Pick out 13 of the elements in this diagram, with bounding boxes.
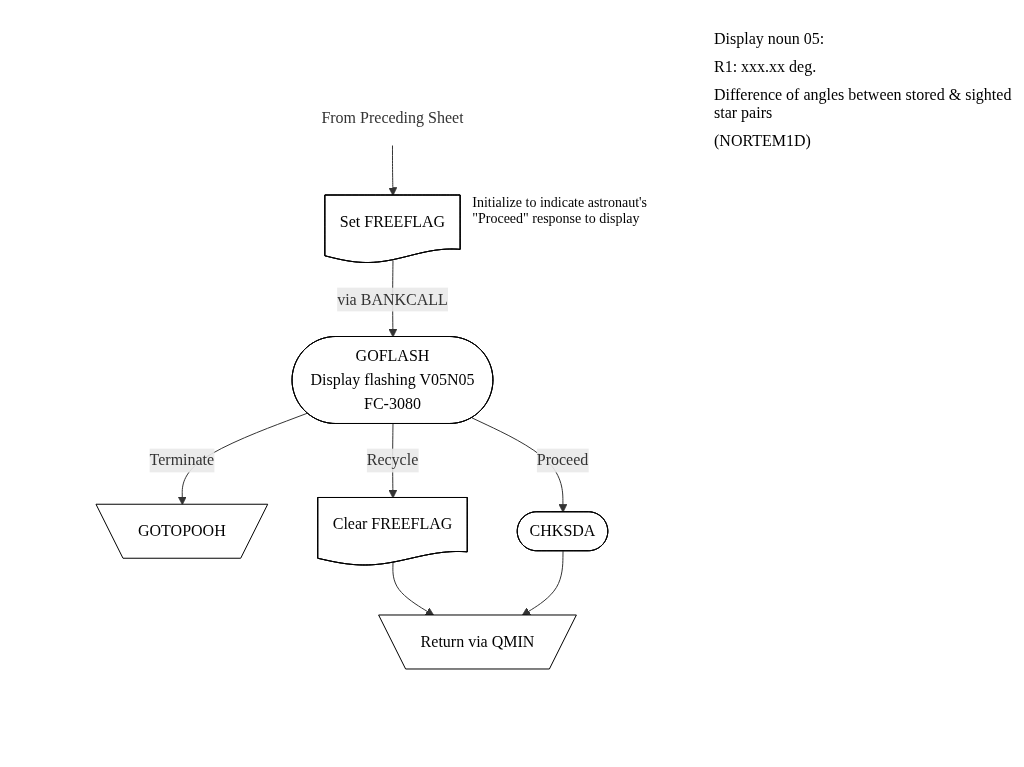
arrow [521, 550, 564, 616]
note-text: Display noun 05: [714, 30, 826, 48]
edge-label: via BANKCALL [337, 290, 448, 308]
note-text: R1: xxx.xx deg. [714, 58, 818, 76]
note-text: (NORTEM1D) [714, 132, 812, 150]
arrow [388, 144, 398, 196]
node-text: From Preceding Sheet [321, 109, 464, 127]
edge-label: Recycle [366, 451, 419, 469]
note-text: Difference of angles between stored & sighted star pairs [714, 86, 1013, 122]
arrow [392, 562, 435, 616]
edge-label: Proceed [536, 451, 589, 469]
edge-label: Terminate [149, 451, 215, 469]
node-note: Initialize to indicate astronaut's "Proceed" response to display [472, 195, 648, 227]
